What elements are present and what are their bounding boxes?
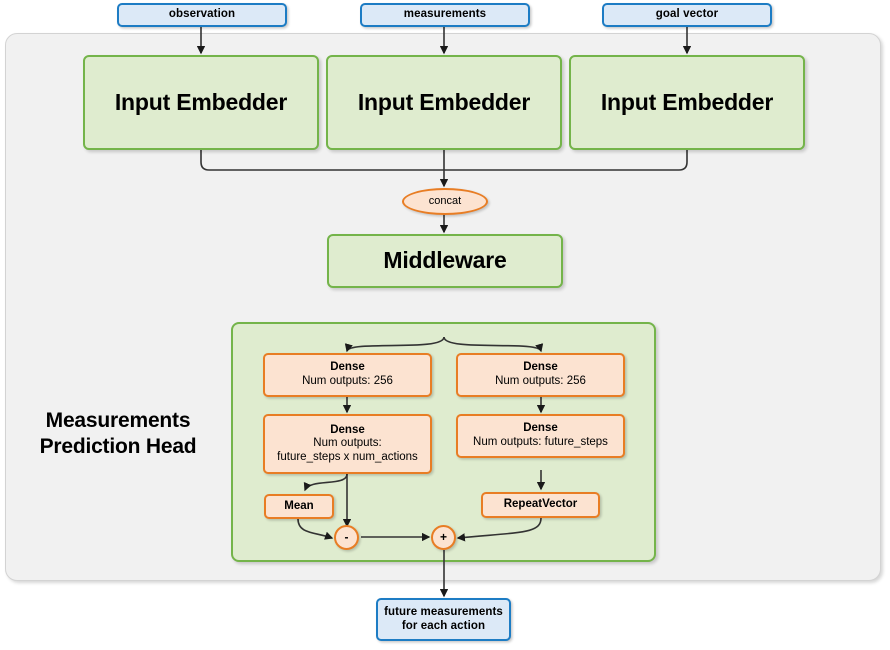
repeat-vector-label: RepeatVector xyxy=(503,498,578,511)
subtract-operator[interactable]: - xyxy=(334,525,359,550)
left-dense-1-subtitle: Num outputs: 256 xyxy=(302,375,393,387)
output-box-future-measurements[interactable]: future measurements for each action xyxy=(376,598,511,641)
right-dense-1-subtitle: Num outputs: 256 xyxy=(495,375,586,387)
right-dense-2-title: Dense xyxy=(523,422,558,435)
input-embedder-3-label: Input Embedder xyxy=(600,88,774,115)
middleware-node[interactable]: Middleware xyxy=(327,234,563,288)
input-box-observation[interactable]: observation xyxy=(117,3,287,27)
add-symbol: + xyxy=(439,530,447,545)
input-label-measurements: measurements xyxy=(403,8,487,21)
right-dense-2[interactable]: Dense Num outputs: future_steps xyxy=(456,414,625,458)
measurements-prediction-head-caption: Measurements Prediction Head xyxy=(18,408,218,461)
right-dense-2-subtitle: Num outputs: future_steps xyxy=(473,436,608,448)
left-dense-1[interactable]: Dense Num outputs: 256 xyxy=(263,353,432,397)
repeat-vector-node[interactable]: RepeatVector xyxy=(481,492,600,518)
middleware-label: Middleware xyxy=(383,247,507,274)
concat-node[interactable]: concat xyxy=(402,188,488,215)
input-embedder-2-label: Input Embedder xyxy=(357,88,531,115)
head-caption-line2: Prediction Head xyxy=(39,435,197,459)
right-dense-1-title: Dense xyxy=(523,361,558,374)
output-label-line1: future measurements xyxy=(384,605,503,618)
input-embedder-2[interactable]: Input Embedder xyxy=(326,55,562,150)
mean-label: Mean xyxy=(284,499,314,512)
head-caption-line1: Measurements xyxy=(45,409,191,432)
add-operator[interactable]: + xyxy=(431,525,456,550)
left-dense-2[interactable]: Dense Num outputs: future_steps x num_ac… xyxy=(263,414,432,474)
input-label-goal-vector: goal vector xyxy=(655,8,719,21)
input-embedder-1[interactable]: Input Embedder xyxy=(83,55,319,150)
right-dense-1[interactable]: Dense Num outputs: 256 xyxy=(456,353,625,397)
left-dense-2-subtitle-line2: future_steps x num_actions xyxy=(277,450,418,463)
left-dense-2-subtitle-line1: Num outputs: xyxy=(313,437,382,450)
concat-label: concat xyxy=(428,195,462,208)
left-dense-2-title: Dense xyxy=(330,423,365,436)
input-box-goal-vector[interactable]: goal vector xyxy=(602,3,772,27)
input-box-measurements[interactable]: measurements xyxy=(360,3,530,27)
left-dense-1-title: Dense xyxy=(330,361,365,374)
subtract-symbol: - xyxy=(344,530,349,545)
output-label-line2: for each action xyxy=(401,619,486,632)
input-embedder-1-label: Input Embedder xyxy=(114,88,288,115)
mean-node[interactable]: Mean xyxy=(264,494,334,519)
input-embedder-3[interactable]: Input Embedder xyxy=(569,55,805,150)
input-label-observation: observation xyxy=(168,8,236,21)
